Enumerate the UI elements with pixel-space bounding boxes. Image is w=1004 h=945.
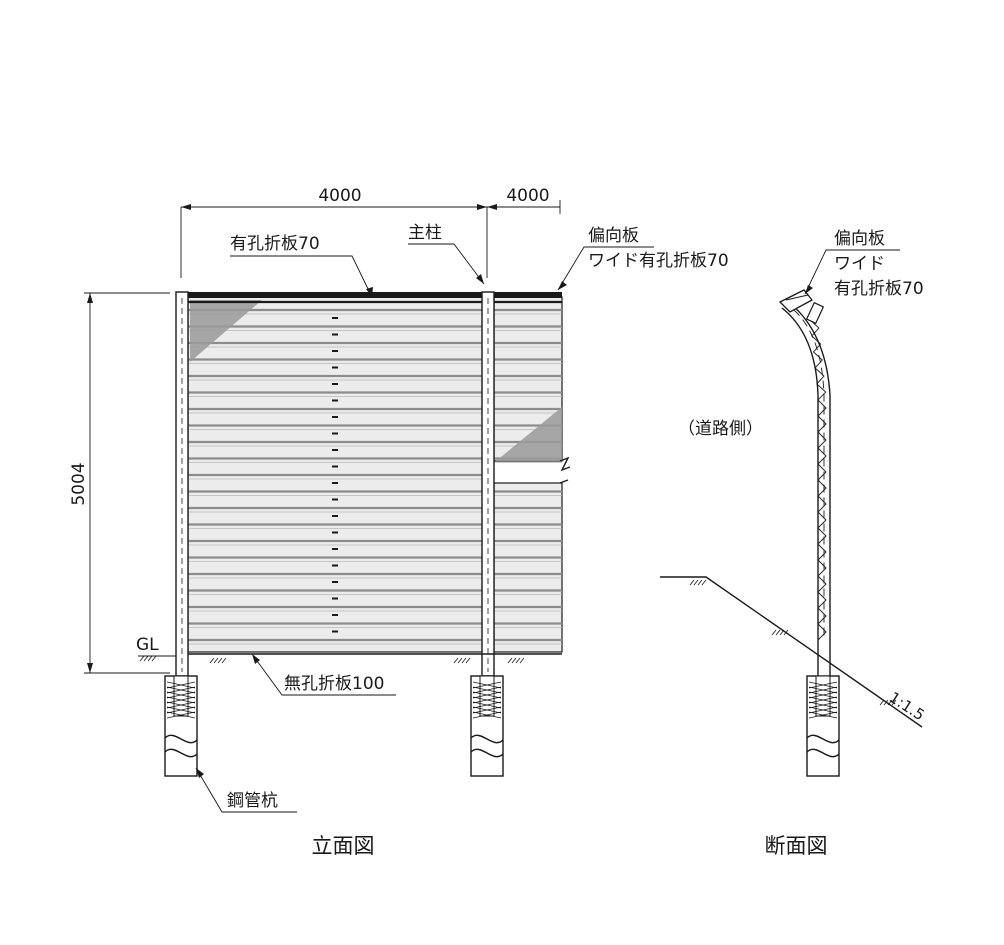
hatch-mark	[213, 657, 219, 664]
hatch-mark	[887, 699, 893, 706]
pile-break	[164, 734, 198, 744]
pile-hatch	[808, 686, 838, 694]
zigzag-line	[809, 319, 827, 641]
ground-hatch	[139, 655, 525, 664]
label-perforated-panel: 有孔折板70	[230, 234, 320, 254]
caption-elevation: 立面図	[312, 834, 375, 858]
hatch-mark	[151, 655, 157, 662]
pile-break	[806, 748, 840, 758]
dim-span-1: 4000	[318, 186, 361, 206]
hatch-mark	[461, 657, 467, 664]
panel-stripes	[188, 308, 562, 645]
hatch-mark	[143, 655, 149, 662]
hatch-mark	[701, 579, 707, 586]
hatch-mark	[511, 657, 517, 664]
pile-hatch	[472, 686, 502, 694]
hatch-mark	[457, 657, 463, 664]
pile-hatch	[808, 691, 838, 699]
label-solid-panel: 無孔折板100	[284, 674, 384, 694]
hatch-mark	[217, 657, 223, 664]
steel-pile-section	[806, 675, 840, 777]
pile-hatch	[166, 681, 196, 689]
slope-ratio: 1:1.5	[886, 688, 928, 724]
curved-post	[781, 299, 831, 676]
label-perforated: 有孔折板70	[834, 279, 924, 299]
pile-hatch	[166, 691, 196, 699]
deflector-head	[778, 289, 825, 325]
hatch-mark	[209, 657, 215, 664]
hatch-mark	[515, 657, 521, 664]
pile-hatch	[472, 691, 502, 699]
pile-break	[470, 734, 504, 744]
pile-break	[470, 748, 504, 758]
pile-hatch	[472, 711, 502, 719]
dim-span-2: 4000	[506, 186, 549, 206]
hatch-mark	[147, 655, 153, 662]
pile-hatch	[166, 686, 196, 694]
hatch-mark	[465, 657, 471, 664]
hatch-mark	[879, 699, 885, 706]
pile-hatch	[166, 706, 196, 714]
pile-hatch	[808, 681, 838, 689]
hatch-mark	[221, 657, 227, 664]
panel-profile	[809, 319, 827, 641]
section-view: 偏向板 ワイド 有孔折板70 （道路側） 1:1.5 断面図	[660, 229, 928, 858]
hatch-mark	[891, 699, 897, 706]
pile-break	[806, 734, 840, 744]
main-post-left	[175, 291, 189, 677]
pile-hatch	[472, 701, 502, 709]
hatch-mark	[775, 629, 781, 636]
hatch-mark	[783, 629, 789, 636]
pile-hatch	[472, 696, 502, 704]
steel-pile-center	[470, 675, 504, 777]
main-post-center	[481, 291, 495, 677]
hatch-mark	[507, 657, 513, 664]
label-wide: ワイド	[834, 254, 885, 274]
slope-hatch	[689, 579, 897, 706]
pile-hatch	[808, 696, 838, 704]
hatch-mark	[779, 629, 785, 636]
label-road-side: （道路側）	[678, 419, 763, 439]
hatch-mark	[883, 699, 889, 706]
dim-height: 5004	[69, 462, 89, 505]
label-deflector-section: 偏向板	[834, 229, 885, 249]
label-deflector-elev: 偏向板	[588, 226, 639, 246]
pile-hatch	[472, 681, 502, 689]
pile-hatch	[166, 701, 196, 709]
hatch-mark	[693, 579, 699, 586]
hatch-mark	[139, 655, 145, 662]
pile-hatch	[808, 711, 838, 719]
ground-line	[138, 653, 562, 664]
dimension-span	[180, 200, 561, 278]
hatch-mark	[519, 657, 525, 664]
caption-section: 断面図	[765, 834, 828, 858]
hatch-mark	[697, 579, 703, 586]
slope-ground	[660, 576, 923, 728]
label-wide-perforated: ワイド有孔折板70	[588, 251, 729, 271]
label-ground: GL	[136, 635, 159, 655]
dimension-height	[84, 292, 170, 674]
hatch-mark	[453, 657, 459, 664]
pile-hatch	[808, 701, 838, 709]
label-steel-pile: 鋼管杭	[227, 791, 278, 811]
pile-hatch	[472, 706, 502, 714]
pile-hatch	[166, 696, 196, 704]
elevation-view: 4000 4000 5004	[69, 186, 729, 858]
pile-hatch	[808, 706, 838, 714]
panel-field	[176, 292, 571, 666]
steel-pile-left	[164, 675, 198, 777]
pile-break	[164, 748, 198, 758]
hatch-mark	[771, 629, 777, 636]
label-main-post: 主柱	[408, 223, 442, 243]
hatch-mark	[689, 579, 695, 586]
pile-hatch	[166, 711, 196, 719]
